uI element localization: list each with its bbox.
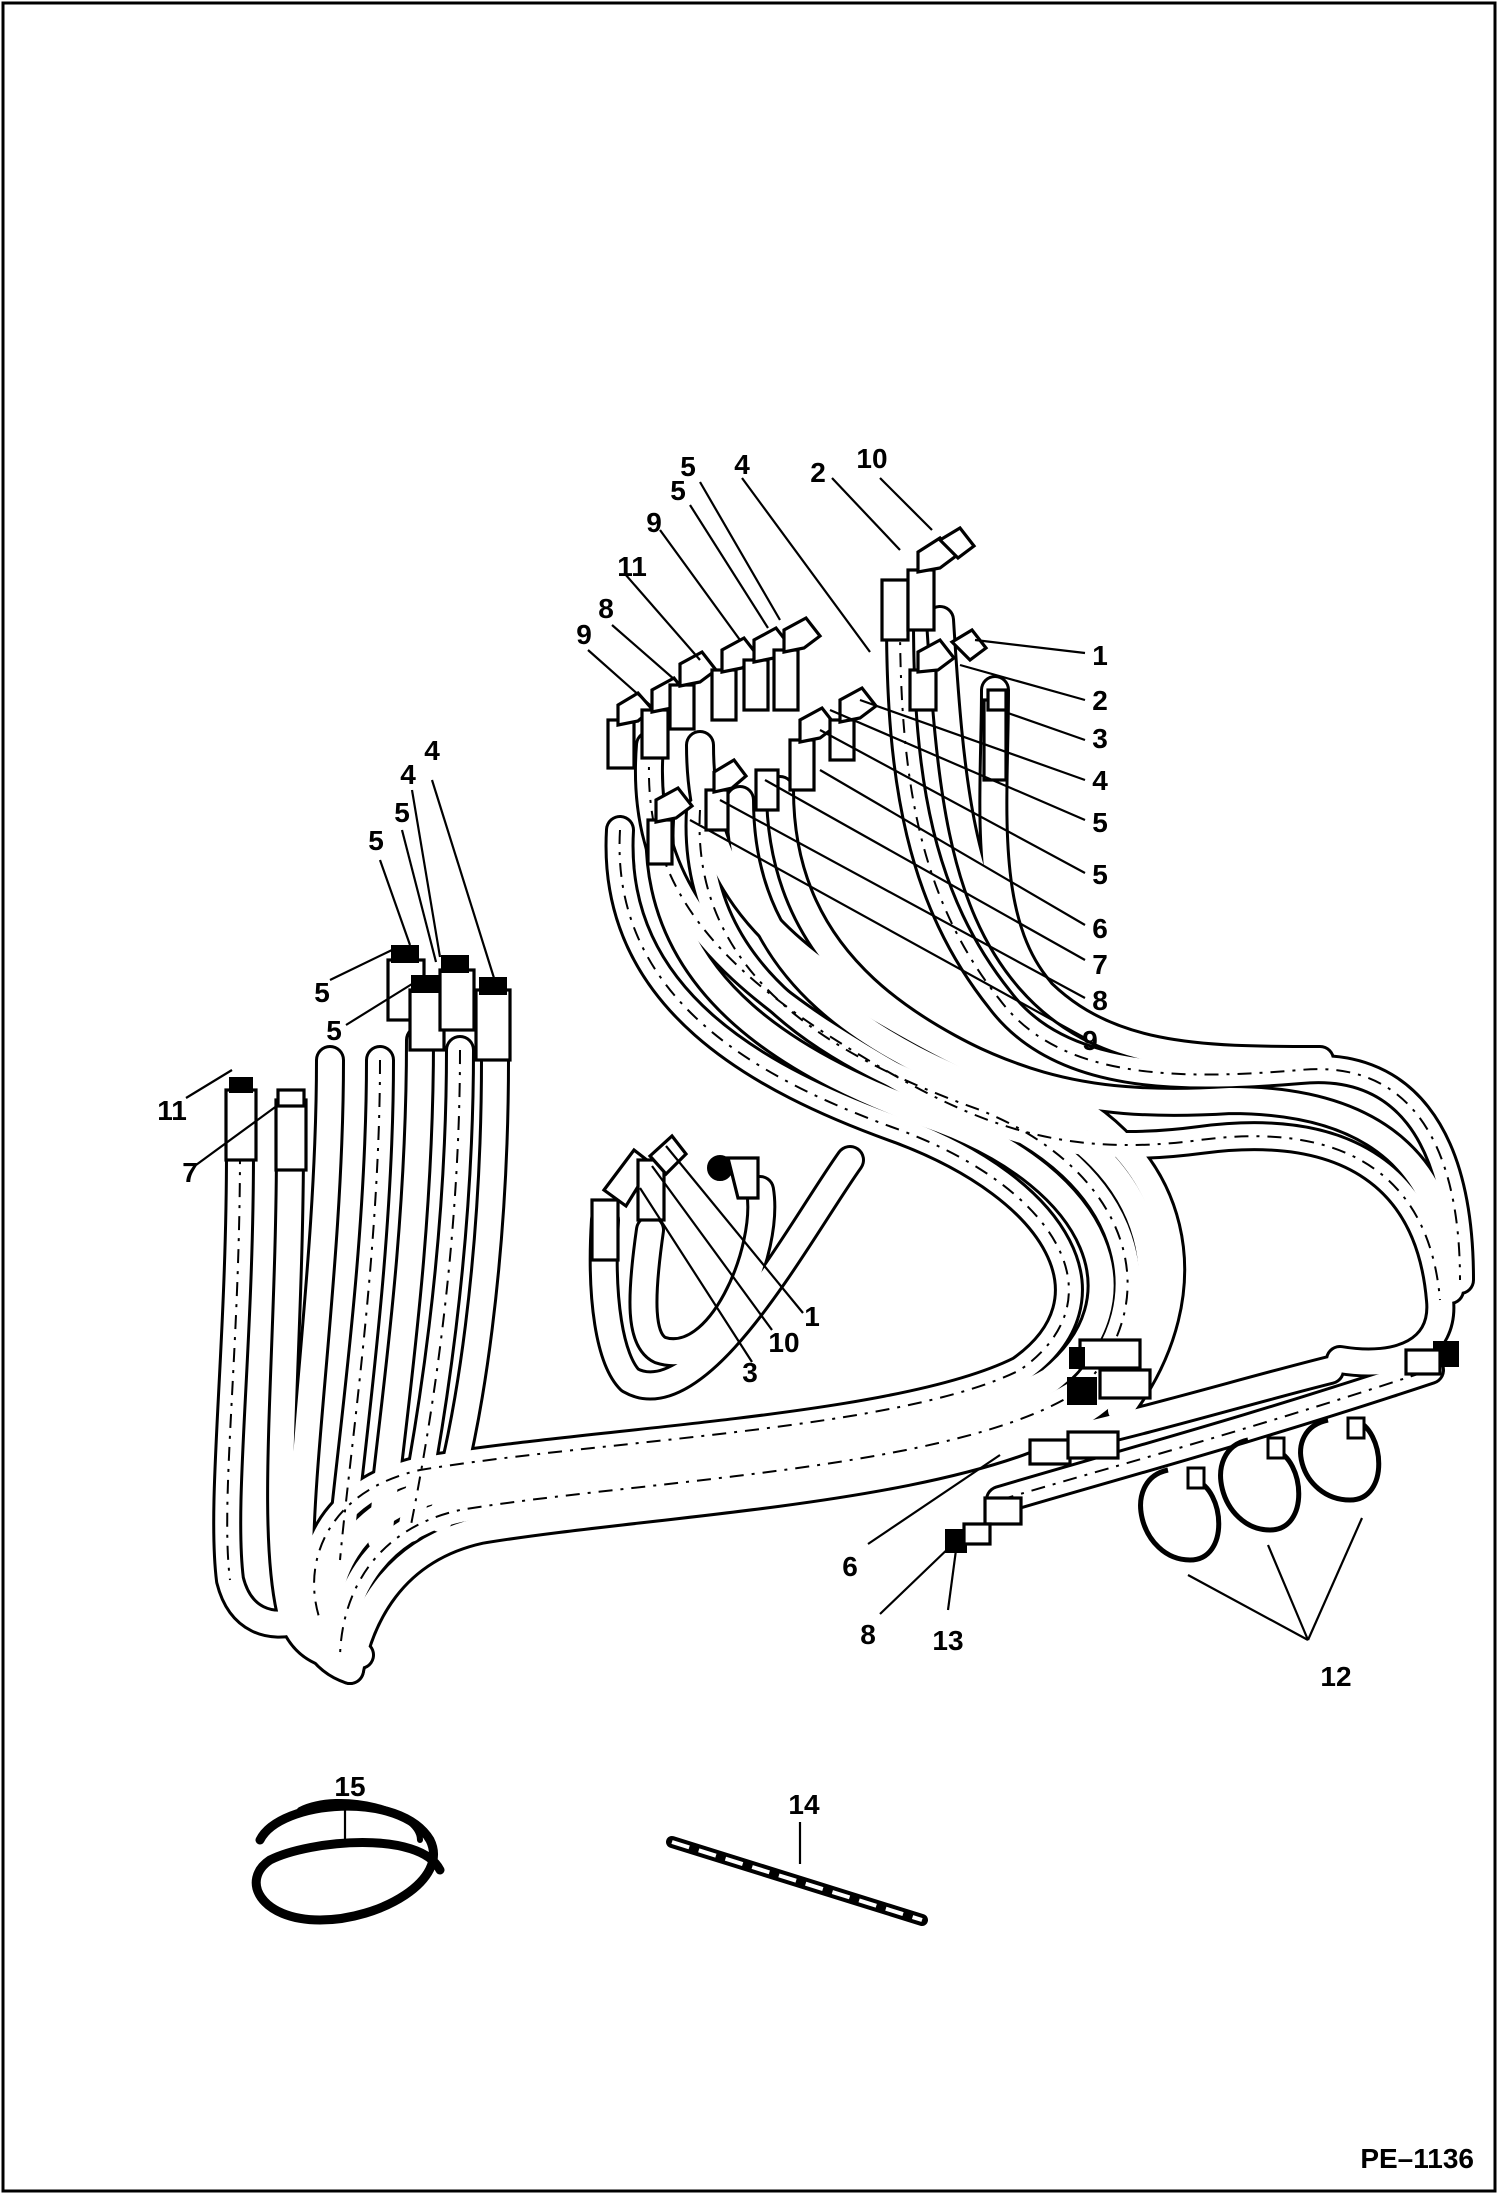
middle-fittings [590,1133,760,1262]
callout-mid-10: 10 [768,1327,799,1358]
tie-rod [666,1836,928,1926]
callout-right-8: 8 [1092,985,1108,1016]
callout-top-10a: 10 [856,443,887,474]
callout-top-5b: 5 [670,475,686,506]
callout-right-3: 3 [1092,723,1108,754]
callout-left-4b: 4 [400,759,416,790]
callout-right-9: 9 [1082,1025,1098,1056]
callout-right-6: 6 [1092,913,1108,944]
callout-right-5a: 5 [1092,807,1108,838]
callout-bot-14: 14 [788,1789,820,1820]
coiled-tube [251,1799,445,1925]
callout-mid-1: 1 [804,1301,820,1332]
callout-right-1: 1 [1092,640,1108,671]
callout-left-5c: 5 [314,977,330,1008]
callout-bot-6: 6 [842,1551,858,1582]
callout-left-5b: 5 [368,825,384,856]
callout-left-7: 7 [182,1157,198,1188]
callout-right-7: 7 [1092,949,1108,980]
callout-right-4: 4 [1092,765,1108,796]
callout-right-2: 2 [1092,685,1108,716]
callout-top-2a: 2 [810,457,826,488]
callout-top-9a: 9 [646,507,662,538]
callout-top-8a: 8 [598,593,614,624]
callout-left-5a: 5 [394,797,410,828]
callout-top-11a: 11 [617,551,647,582]
callout-top-5a: 5 [680,451,696,482]
callout-left-5d: 5 [326,1015,342,1046]
hose-bundle [212,605,1475,1685]
leader-lines [185,477,1364,1864]
callout-bot-13: 13 [932,1625,963,1656]
callout-labels: 5 4 2 10 5 9 11 8 9 1 2 3 4 5 5 6 7 8 9 … [157,443,1351,1820]
top-fittings [606,525,1008,866]
callout-top-4a: 4 [734,449,750,480]
callout-mid-3: 3 [742,1357,758,1388]
callout-bot-8: 8 [860,1619,876,1650]
hose-clamps [1138,1416,1382,1563]
callout-bot-12: 12 [1320,1661,1351,1692]
callout-bot-15: 15 [334,1771,365,1802]
callout-left-4a: 4 [424,735,440,766]
bottom-right-fittings [945,1338,1459,1553]
callout-top-9b: 9 [576,619,592,650]
callout-left-11: 11 [157,1095,187,1126]
figure-code: PE–1136 [1360,2143,1474,2174]
callout-right-5b: 5 [1092,859,1108,890]
